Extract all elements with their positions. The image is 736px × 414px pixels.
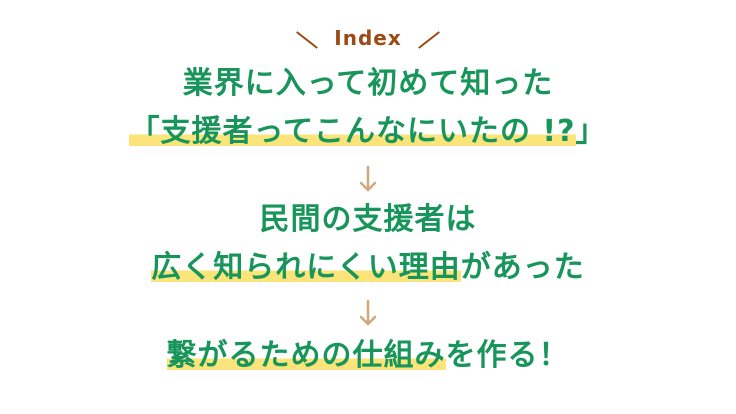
headline-line-1: 業界に入って初めて知った	[0, 64, 736, 104]
line-text: があった	[460, 250, 585, 285]
line-text: を作る！	[445, 338, 570, 373]
index-label: Index	[334, 26, 402, 50]
down-arrow-icon	[359, 166, 377, 192]
headline-line-2: 「支援者ってこんなにいたの !?」	[0, 112, 736, 152]
headline-line-4: 広く知られにくい理由があった	[0, 248, 736, 288]
down-arrow-icon	[359, 300, 377, 326]
line-text: 」	[575, 114, 607, 149]
headline-line-3: 民間の支援者は	[0, 200, 736, 240]
highlighted-text: 繋がるための仕組み	[166, 338, 446, 373]
highlighted-text: 広く知られにくい理由	[151, 250, 461, 285]
line-text: 民間の支援者は	[259, 202, 477, 237]
highlighted-text: 「支援者ってこんなにいたの !?	[129, 114, 576, 149]
index-heading: Index	[0, 26, 736, 50]
headline-line-5: 繋がるための仕組みを作る！	[0, 336, 736, 376]
line-text: 業界に入って初めて知った	[182, 66, 554, 101]
slash-decoration-right	[417, 30, 440, 49]
slash-decoration-left	[296, 30, 319, 49]
